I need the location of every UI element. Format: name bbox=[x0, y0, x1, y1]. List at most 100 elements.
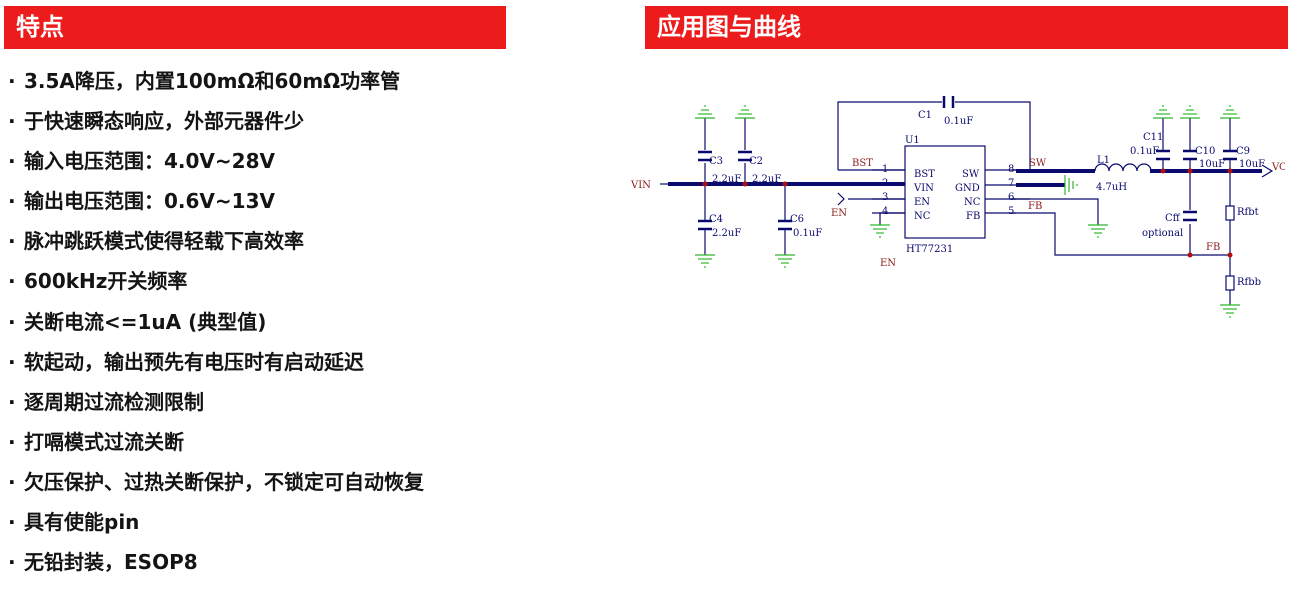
pin-name: SW bbox=[962, 169, 980, 180]
c4-label: C4 bbox=[709, 214, 723, 225]
ground-icon bbox=[1180, 105, 1200, 119]
chip-label: HT77231 bbox=[906, 244, 953, 255]
c3-label: C3 bbox=[709, 156, 723, 167]
ic-body bbox=[904, 145, 986, 239]
bullet-icon: · bbox=[8, 510, 16, 535]
feature-text: 输出电压范围：0.6V~13V bbox=[24, 189, 275, 214]
ground-icon bbox=[735, 105, 755, 119]
cff-value: optional bbox=[1142, 228, 1183, 239]
c11-value: 0.1uF bbox=[1130, 146, 1159, 157]
pin-name: NC bbox=[964, 197, 981, 208]
ground-icon bbox=[1064, 175, 1078, 195]
c2-value: 2.2uF bbox=[752, 174, 781, 185]
feature-text: 欠压保护、过热关断保护，不锁定可自动恢复 bbox=[24, 469, 424, 494]
pin-number: 3 bbox=[882, 192, 888, 203]
feature-text: 关断电流<=1uA (典型值) bbox=[24, 309, 267, 334]
ground-icon bbox=[695, 254, 715, 268]
c11-label: C11 bbox=[1143, 132, 1163, 143]
c9-value: 10uF bbox=[1239, 159, 1265, 170]
pin-number: 6 bbox=[1008, 192, 1014, 203]
pin-name: GND bbox=[955, 183, 980, 194]
pin-number: 1 bbox=[882, 164, 888, 175]
c6-value: 0.1uF bbox=[793, 228, 822, 239]
feature-item: · 600kHz开关频率 bbox=[8, 264, 424, 304]
ground-icon bbox=[870, 224, 890, 238]
bullet-icon: · bbox=[8, 429, 16, 454]
feature-text: 600kHz开关频率 bbox=[24, 269, 188, 294]
ground-icon bbox=[1088, 224, 1108, 238]
c10-value: 10uF bbox=[1199, 159, 1225, 170]
feature-item: ·脉冲跳跃模式使得轻载下高效率 bbox=[8, 224, 424, 264]
feature-text: 无铅封装，ESOP8 bbox=[24, 550, 198, 575]
fb-net-label: FB bbox=[1028, 201, 1042, 212]
feature-item: · 欠压保护、过热关断保护，不锁定可自动恢复 bbox=[8, 465, 424, 505]
junction-dots bbox=[702, 168, 1233, 258]
bullet-icon: · bbox=[8, 389, 16, 414]
ic-pin-leads bbox=[872, 169, 1016, 214]
feature-text: 具有使能pin bbox=[24, 510, 140, 535]
l1-value: 4.7uH bbox=[1096, 182, 1127, 193]
u1-label: U1 bbox=[905, 135, 920, 146]
ground-symbols bbox=[695, 105, 1240, 318]
feature-text: 于快速瞬态响应，外部元器件少 bbox=[24, 109, 304, 134]
bullet-icon: · bbox=[8, 189, 16, 214]
c1-value: 0.1uF bbox=[944, 116, 973, 127]
ground-icon bbox=[775, 254, 795, 268]
inductor-coil bbox=[1094, 163, 1152, 172]
feature-item: · 打嗝模式过流关断 bbox=[8, 425, 424, 465]
ground-icon bbox=[1153, 105, 1173, 119]
feature-item: · 于快速瞬态响应，外部元器件少 bbox=[8, 104, 424, 144]
rfbt-label: Rfbt bbox=[1237, 207, 1259, 218]
bullet-icon: · bbox=[8, 349, 16, 374]
capacitor-plates bbox=[698, 96, 1237, 231]
schematic-labels: C1 0.1uF U1 HT77231 C3 2.2uF C2 2.2uF C4… bbox=[709, 110, 1265, 288]
sw-net-label: SW bbox=[1029, 158, 1047, 169]
feature-text: 逐周期过流检测限制 bbox=[24, 389, 204, 414]
feature-item: · 软起动，输出预先有电压时有启动延迟 bbox=[8, 345, 424, 385]
pin-name: BST bbox=[914, 169, 935, 180]
pin-name: NC bbox=[914, 211, 931, 222]
pin-number: 5 bbox=[1008, 206, 1014, 217]
bullet-icon: · bbox=[8, 309, 16, 334]
pin-number: 2 bbox=[882, 178, 888, 189]
feature-item: · 输出电压范围：0.6V~13V bbox=[8, 184, 424, 224]
bullet-icon: · bbox=[8, 229, 16, 254]
ground-icon bbox=[1220, 304, 1240, 318]
pin-name: EN bbox=[914, 197, 930, 208]
bst-net-label: BST bbox=[852, 158, 873, 169]
application-header: 应用图与曲线 bbox=[645, 6, 1288, 49]
l1-label: L1 bbox=[1097, 155, 1110, 166]
pin-number: 8 bbox=[1008, 164, 1014, 175]
bullet-icon: · bbox=[8, 149, 16, 174]
c1-label: C1 bbox=[918, 110, 932, 121]
c3-value: 2.2uF bbox=[712, 174, 741, 185]
feature-item: · 具有使能pin bbox=[8, 505, 424, 545]
feature-list: ·3.5A降压，内置100mΩ和60mΩ功率管 ·于快速瞬态响应，外部元器件少 … bbox=[8, 64, 424, 585]
ground-icon bbox=[1220, 105, 1240, 119]
feature-item: · 逐周期过流检测限制 bbox=[8, 385, 424, 425]
pin-number: 4 bbox=[882, 206, 888, 217]
feature-text: 打嗝模式过流关断 bbox=[24, 429, 184, 454]
feature-text: 输入电压范围：4.0V~28V bbox=[24, 149, 275, 174]
feature-text: 软起动，输出预先有电压时有启动延迟 bbox=[24, 349, 364, 374]
c6-label: C6 bbox=[790, 214, 804, 225]
bullet-icon: · bbox=[8, 269, 16, 294]
application-schematic: C1 0.1uF U1 HT77231 C3 2.2uF C2 2.2uF C4… bbox=[630, 96, 1285, 318]
cff-label: Cff bbox=[1165, 213, 1181, 224]
feature-item: · 无铅封装，ESOP8 bbox=[8, 545, 424, 585]
feature-text: 3.5A降压，内置100mΩ和60mΩ功率管 bbox=[24, 69, 401, 93]
net-labels: VIN VOUT BST SW FB FB EN EN bbox=[630, 158, 1285, 269]
bullet-icon: · bbox=[8, 69, 16, 93]
bullet-icon: · bbox=[8, 469, 16, 494]
en-bottom-label: EN bbox=[880, 258, 896, 269]
pin-name: VIN bbox=[913, 183, 934, 194]
rfbb-label: Rfbb bbox=[1237, 277, 1261, 288]
vin-label: VIN bbox=[630, 180, 651, 191]
bullet-icon: · bbox=[8, 550, 16, 575]
pin-name: FB bbox=[966, 211, 980, 222]
c4-value: 2.2uF bbox=[712, 228, 741, 239]
feature-item: · 输入电压范围：4.0V~28V bbox=[8, 144, 424, 184]
feature-item: · 3.5A降压，内置100mΩ和60mΩ功率管 bbox=[8, 64, 424, 104]
bullet-icon: · bbox=[8, 109, 16, 134]
vout-label: VOUT bbox=[1271, 162, 1285, 173]
